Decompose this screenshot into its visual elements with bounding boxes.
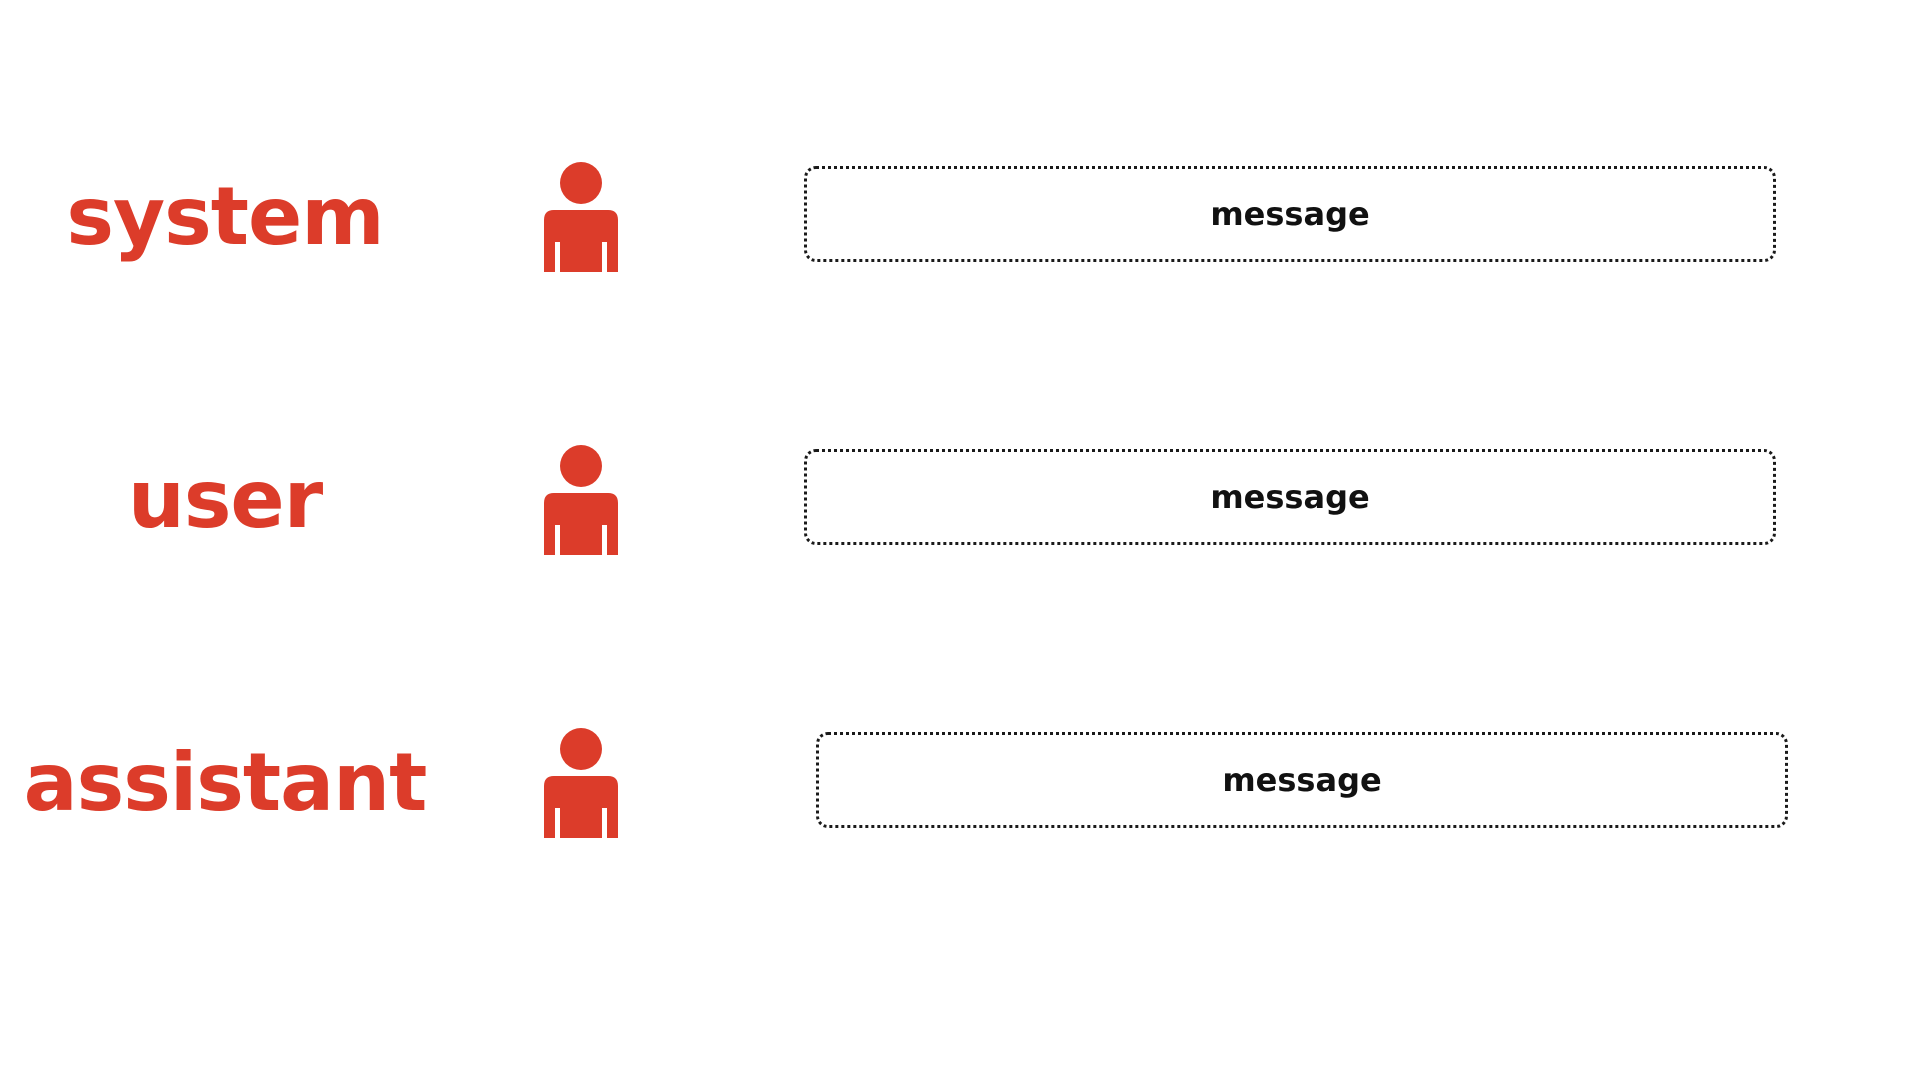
role-label-assistant: assistant [23,736,428,829]
message-text: message [1210,195,1370,233]
message-box-system[interactable]: message [804,166,1776,262]
person-icon [530,445,630,555]
message-text: message [1210,478,1370,516]
person-icon-svg [544,445,618,555]
person-icon [530,728,630,838]
role-label-user: user [127,453,323,546]
role-label-system: system [66,170,384,263]
person-icon-svg [544,162,618,272]
person-icon-svg [544,728,618,838]
role-row-assistant: assistant message [0,728,1920,838]
role-row-user: user message [0,445,1920,555]
person-icon [530,162,630,272]
message-box-user[interactable]: message [804,449,1776,545]
message-box-assistant[interactable]: message [816,732,1788,828]
message-text: message [1222,761,1382,799]
role-row-system: system message [0,162,1920,272]
